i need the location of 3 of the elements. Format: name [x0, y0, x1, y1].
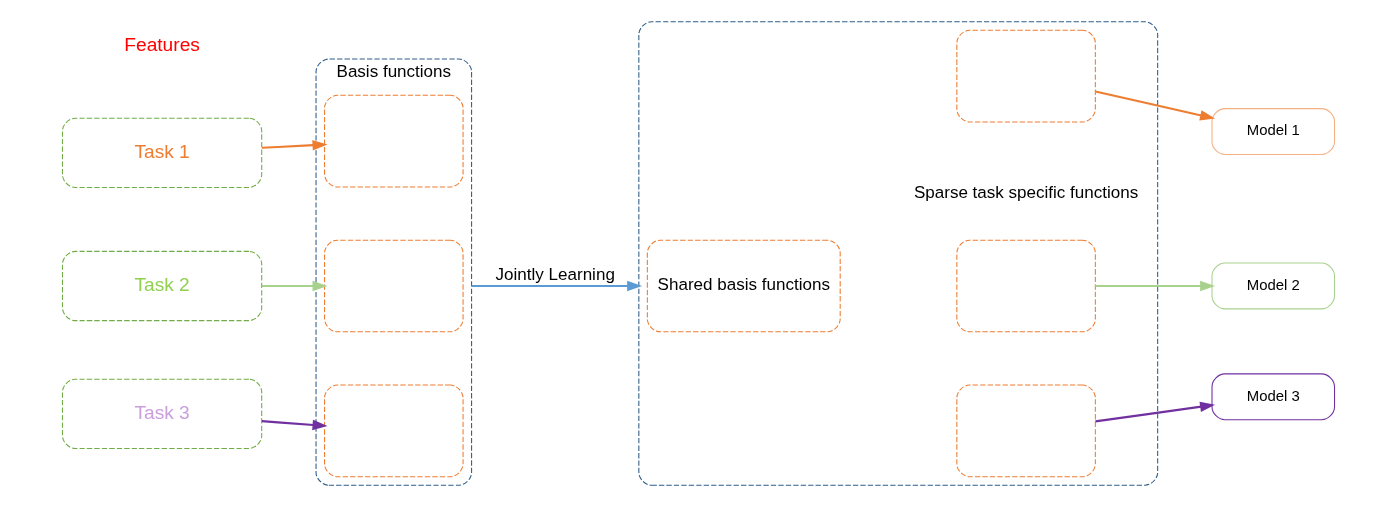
label: Sparse task specific functions	[913, 182, 1138, 202]
label: Features	[123, 33, 200, 55]
edge-label: Jointly Learning	[495, 264, 615, 284]
